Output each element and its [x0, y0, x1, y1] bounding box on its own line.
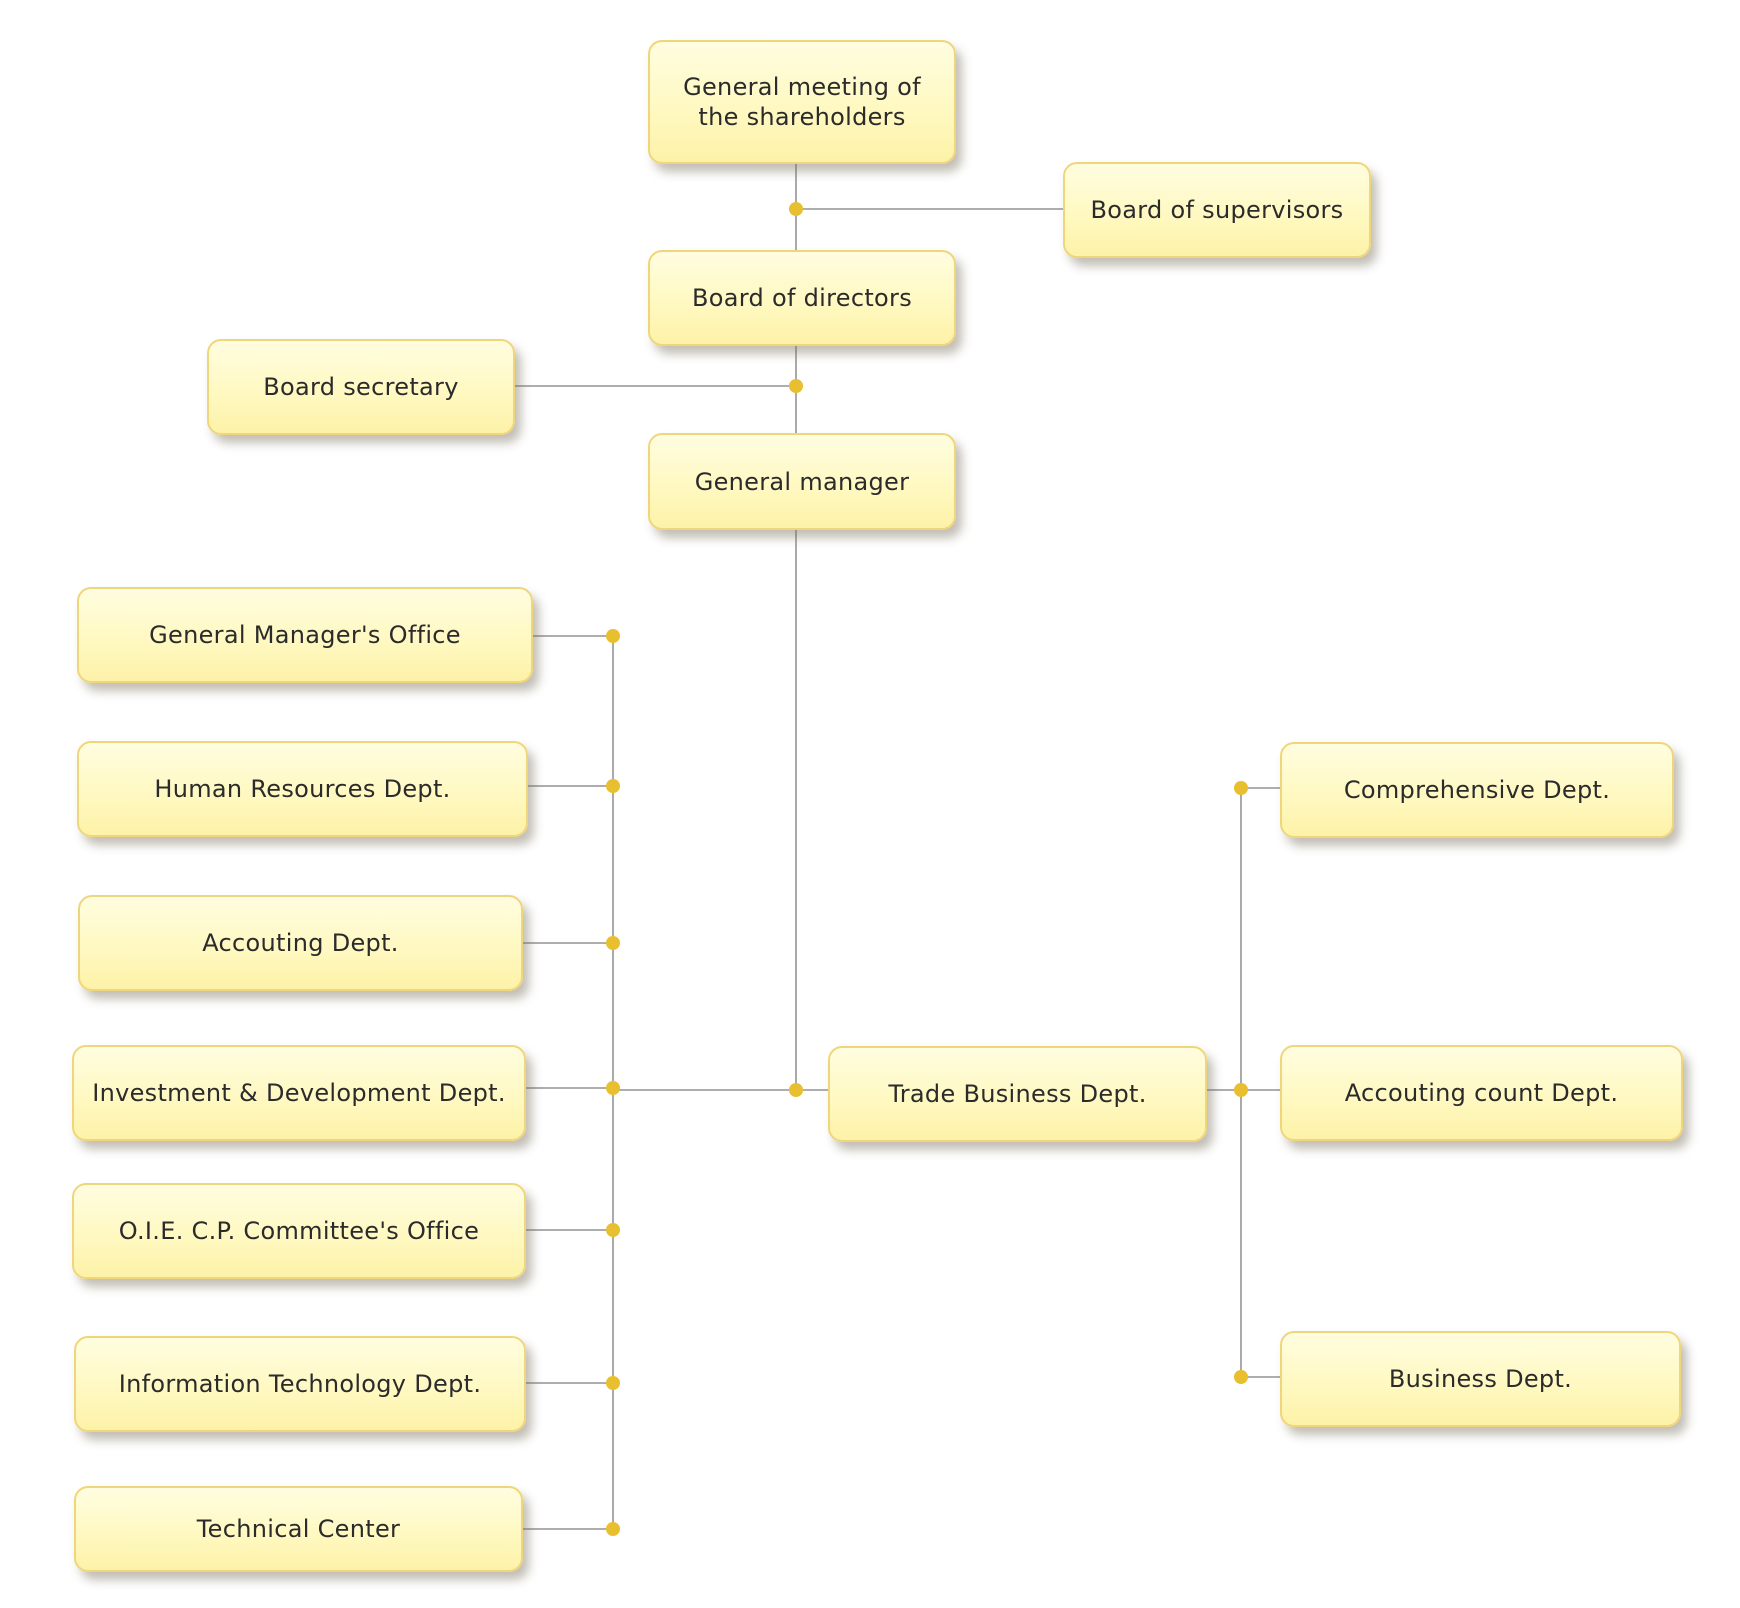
junction-dot	[606, 779, 620, 793]
node-label: Human Resources Dept.	[154, 775, 451, 803]
junction-dot	[789, 1083, 803, 1097]
node-label: Information Technology Dept.	[118, 1370, 482, 1398]
node-oie-committee-office: O.I.E. C.P. Committee's Office	[72, 1183, 526, 1279]
junction-dot	[606, 1376, 620, 1390]
node-trade-business-dept: Trade Business Dept.	[828, 1046, 1207, 1142]
junction-dot	[1234, 1083, 1248, 1097]
node-general-manager: General manager	[648, 433, 956, 530]
node-label: Business Dept.	[1388, 1365, 1573, 1393]
node-label: General Manager's Office	[149, 621, 461, 649]
node-label: Accouting Dept.	[202, 929, 399, 957]
junction-dot	[1234, 781, 1248, 795]
node-information-technology-dept: Information Technology Dept.	[74, 1336, 526, 1432]
node-board-of-supervisors: Board of supervisors	[1063, 162, 1371, 258]
junction-dot	[789, 202, 803, 216]
node-label: General manager	[694, 467, 910, 496]
node-accounting-count-dept: Accouting count Dept.	[1280, 1045, 1683, 1141]
junction-dot	[606, 1081, 620, 1095]
node-label: Board of supervisors	[1090, 196, 1344, 224]
junction-dot	[606, 936, 620, 950]
node-board-secretary: Board secretary	[207, 339, 515, 435]
node-human-resources-dept: Human Resources Dept.	[77, 741, 528, 837]
node-label: Investment & Development Dept.	[92, 1079, 506, 1107]
node-investment-development-dept: Investment & Development Dept.	[72, 1045, 526, 1141]
node-label: O.I.E. C.P. Committee's Office	[118, 1217, 480, 1245]
node-label: Accouting count Dept.	[1344, 1079, 1619, 1107]
node-accounting-dept: Accouting Dept.	[78, 895, 523, 991]
node-label: General meeting of the shareholders	[683, 73, 921, 131]
junction-dot	[606, 1522, 620, 1536]
junction-dot	[606, 629, 620, 643]
node-shareholders: General meeting of the shareholders	[648, 40, 956, 164]
node-label: Board secretary	[263, 373, 459, 401]
junction-dot	[606, 1223, 620, 1237]
node-business-dept: Business Dept.	[1280, 1331, 1681, 1427]
node-label: Technical Center	[196, 1515, 401, 1543]
node-general-managers-office: General Manager's Office	[77, 587, 533, 683]
node-technical-center: Technical Center	[74, 1486, 523, 1572]
node-label: Trade Business Dept.	[888, 1080, 1147, 1108]
node-label: Comprehensive Dept.	[1343, 776, 1611, 804]
junction-dot	[789, 379, 803, 393]
node-label: Board of directors	[692, 284, 912, 312]
junction-dot	[1234, 1370, 1248, 1384]
node-comprehensive-dept: Comprehensive Dept.	[1280, 742, 1674, 838]
node-board-of-directors: Board of directors	[648, 250, 956, 346]
